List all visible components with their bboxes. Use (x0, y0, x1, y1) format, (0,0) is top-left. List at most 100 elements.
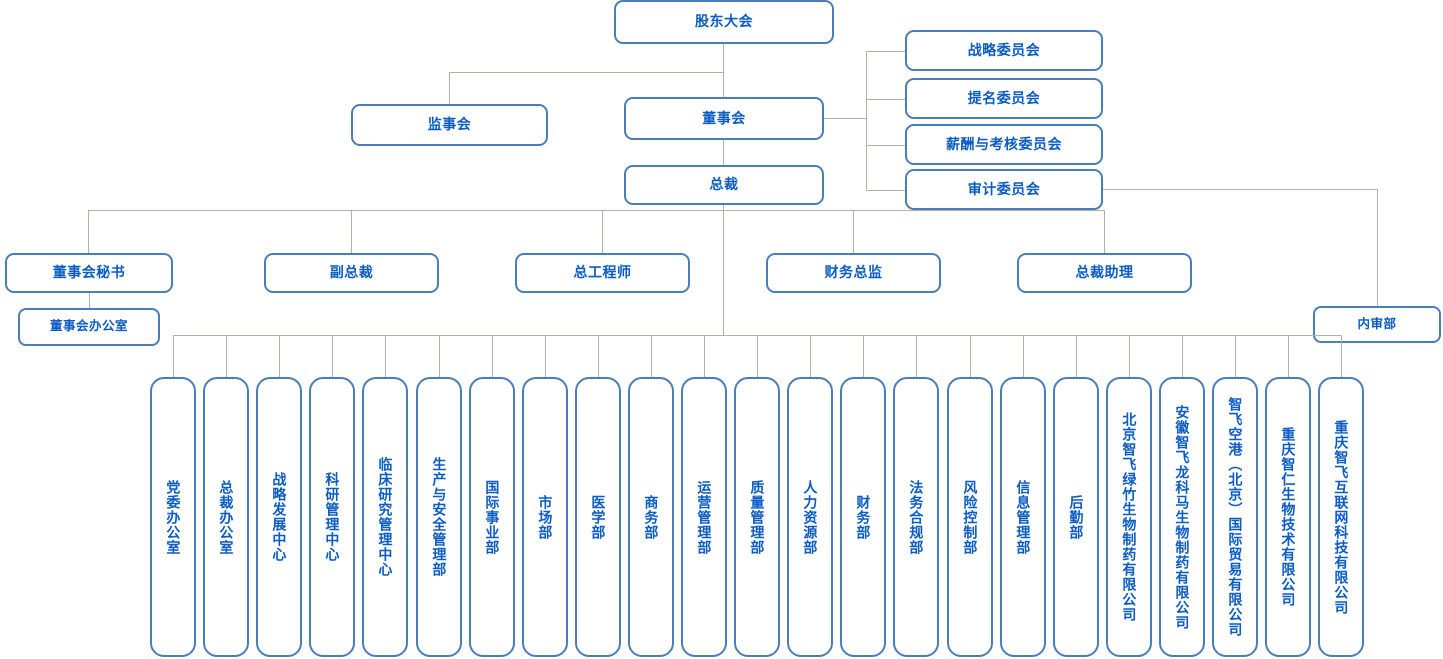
node-label: 生产与安全管理部 (431, 457, 448, 577)
node-committee-compensation[interactable]: 薪酬与考核委员会 (905, 124, 1103, 165)
connector-department-bus (173, 335, 1341, 336)
connector-department-stem (970, 335, 971, 377)
node-president-assistant[interactable]: 总裁助理 (1017, 253, 1192, 293)
node-committee-strategy[interactable]: 战略委员会 (905, 30, 1103, 71)
node-supervisory-board[interactable]: 监事会 (351, 104, 548, 146)
node-label: 党委办公室 (165, 479, 182, 555)
node-label: 智飞空港（北京）国际贸易有限公司 (1227, 397, 1244, 637)
node-chief-engineer[interactable]: 总工程师 (515, 253, 690, 293)
connector-department-stem (226, 335, 227, 377)
node-label: 战略委员会 (967, 41, 1041, 58)
node-department[interactable]: 运营管理部 (681, 377, 727, 657)
node-label: 总裁办公室 (218, 479, 235, 555)
node-department[interactable]: 商务部 (628, 377, 674, 657)
connector-supervisory-bus (449, 72, 724, 73)
connector-department-stem (1129, 335, 1130, 377)
connector-department-stem (863, 335, 864, 377)
node-label: 董事会办公室 (49, 319, 128, 334)
node-department[interactable]: 人力资源部 (787, 377, 833, 657)
connector-department-stem (1235, 335, 1236, 377)
node-committee-audit[interactable]: 审计委员会 (905, 169, 1103, 210)
connector-committee-1 (866, 51, 905, 52)
connector-department-stem (704, 335, 705, 377)
node-department[interactable]: 国际事业部 (469, 377, 515, 657)
node-label: 财务部 (855, 494, 872, 540)
node-label: 人力资源部 (802, 479, 819, 555)
node-department[interactable]: 风险控制部 (947, 377, 993, 657)
connector-supervisory-stem (449, 72, 450, 104)
node-label: 董事会 (702, 109, 746, 126)
node-label: 商务部 (643, 494, 660, 540)
node-department[interactable]: 生产与安全管理部 (416, 377, 462, 657)
node-department[interactable]: 后勤部 (1053, 377, 1099, 657)
node-internal-audit[interactable]: 内审部 (1313, 306, 1441, 343)
node-department[interactable]: 市场部 (522, 377, 568, 657)
node-label: 战略发展中心 (271, 472, 288, 562)
node-board-of-directors[interactable]: 董事会 (624, 97, 824, 140)
node-department[interactable]: 重庆智飞互联网科技有限公司 (1318, 377, 1364, 657)
node-department[interactable]: 质量管理部 (734, 377, 780, 657)
node-label: 总工程师 (573, 264, 632, 281)
node-label: 审计委员会 (967, 180, 1041, 197)
connector-committee-bus (866, 51, 867, 190)
connector-board-to-committees (824, 118, 866, 119)
node-department[interactable]: 党委办公室 (150, 377, 196, 657)
connector-department-stem (173, 335, 174, 377)
connector-exec-stem-5 (1104, 210, 1105, 253)
connector-shareholders-stem (723, 44, 724, 72)
node-label: 信息管理部 (1015, 479, 1032, 555)
connector-department-stem (279, 335, 280, 377)
node-label: 副总裁 (329, 264, 374, 281)
node-label: 提名委员会 (967, 89, 1041, 106)
node-cfo[interactable]: 财务总监 (766, 253, 941, 293)
connector-committee-4 (866, 190, 905, 191)
node-department[interactable]: 北京智飞绿竹生物制药有限公司 (1106, 377, 1152, 657)
node-department[interactable]: 重庆智仁生物技术有限公司 (1265, 377, 1311, 657)
node-label: 北京智飞绿竹生物制药有限公司 (1121, 412, 1138, 622)
connector-committee-3 (866, 145, 905, 146)
connector-exec-stem-2 (351, 210, 352, 253)
connector-board-president (723, 140, 724, 165)
connector-audit-to-internal (1103, 189, 1378, 190)
node-department[interactable]: 临床研究管理中心 (362, 377, 408, 657)
node-committee-nomination[interactable]: 提名委员会 (905, 78, 1103, 119)
node-department[interactable]: 法务合规部 (893, 377, 939, 657)
node-label: 总裁 (709, 176, 739, 193)
node-shareholders-meeting[interactable]: 股东大会 (614, 0, 834, 44)
connector-department-stem (757, 335, 758, 377)
node-board-office[interactable]: 董事会办公室 (18, 308, 160, 346)
node-department[interactable]: 信息管理部 (1000, 377, 1046, 657)
node-label: 市场部 (537, 494, 554, 540)
node-label: 董事会秘书 (52, 264, 126, 281)
node-department[interactable]: 财务部 (840, 377, 886, 657)
connector-department-stem (1076, 335, 1077, 377)
node-label: 重庆智飞互联网科技有限公司 (1333, 419, 1350, 615)
connector-exec-stem-1 (88, 210, 89, 253)
node-department[interactable]: 总裁办公室 (203, 377, 249, 657)
node-board-secretary[interactable]: 董事会秘书 (5, 253, 173, 293)
node-label: 内审部 (1357, 316, 1397, 331)
connector-department-stem (439, 335, 440, 377)
node-president[interactable]: 总裁 (624, 165, 824, 205)
node-label: 监事会 (427, 116, 472, 133)
connector-president-to-depts (723, 210, 724, 335)
node-label: 质量管理部 (749, 479, 766, 555)
node-department[interactable]: 战略发展中心 (256, 377, 302, 657)
connector-president-down (723, 205, 724, 210)
node-label: 医学部 (590, 494, 607, 540)
node-vice-president[interactable]: 副总裁 (264, 253, 439, 293)
connector-committee-2 (866, 99, 905, 100)
node-label: 薪酬与考核委员会 (946, 135, 1062, 152)
connector-department-stem (545, 335, 546, 377)
node-department[interactable]: 科研管理中心 (309, 377, 355, 657)
connector-board-stem (723, 72, 724, 97)
node-department[interactable]: 安徽智飞龙科马生物制药有限公司 (1159, 377, 1205, 657)
node-label: 风险控制部 (962, 479, 979, 555)
connector-department-stem (492, 335, 493, 377)
node-label: 临床研究管理中心 (377, 457, 394, 577)
node-department[interactable]: 医学部 (575, 377, 621, 657)
node-department[interactable]: 智飞空港（北京）国际贸易有限公司 (1212, 377, 1258, 657)
node-label: 国际事业部 (484, 479, 501, 555)
node-label: 科研管理中心 (324, 472, 341, 562)
